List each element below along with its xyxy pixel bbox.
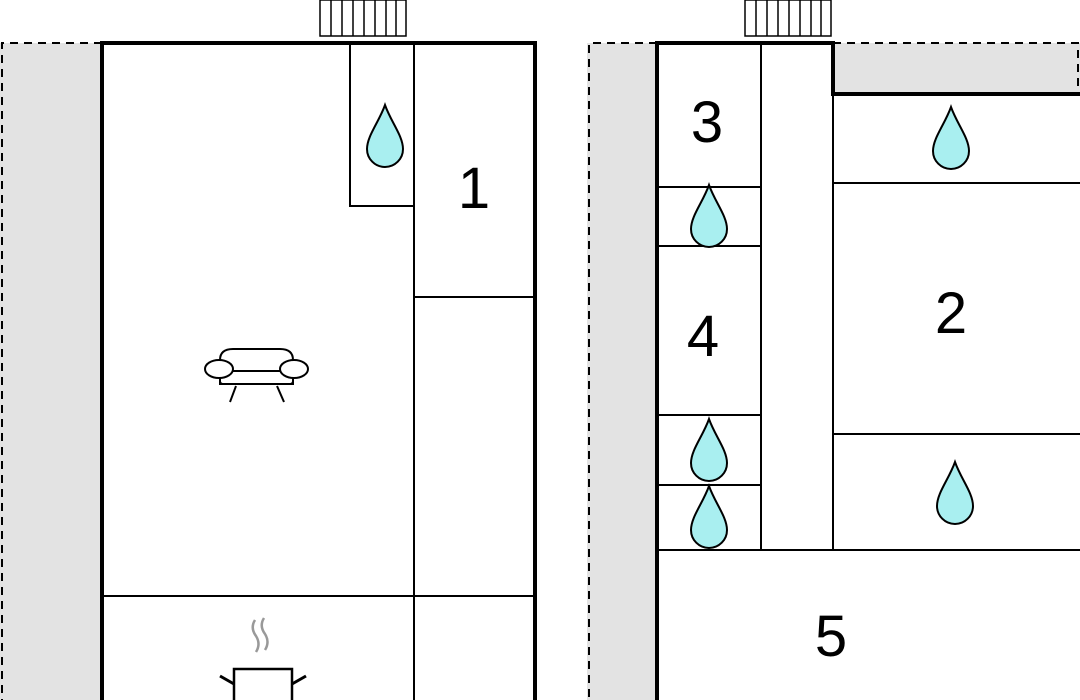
room-label-2: 2 (935, 281, 967, 346)
water-drop-icon (689, 482, 729, 549)
left-property-boundary (1, 42, 102, 700)
water-drop-icon (365, 101, 405, 168)
right-property-boundary (588, 42, 657, 700)
room-label-4: 4 (687, 304, 719, 369)
water-drop-icon (931, 103, 971, 170)
left-outdoor-area (0, 43, 102, 700)
room-label-3: 3 (691, 90, 723, 155)
water-drop-icon (689, 415, 729, 482)
water-drop-icon (935, 458, 975, 525)
sofa-icon (204, 348, 309, 403)
left-outer-wall (100, 41, 537, 700)
right-outdoor-area-side (587, 43, 657, 700)
room-label-1: 1 (458, 156, 490, 221)
left-staircase (319, 0, 407, 37)
left-floor: 1 (0, 0, 537, 700)
left-interior-walls (102, 43, 535, 700)
water-drop-icon (689, 181, 729, 248)
cooking-pot-icon (219, 617, 307, 700)
room-label-5: 5 (815, 604, 847, 669)
right-outdoor-area-top (833, 43, 1080, 94)
right-staircase (744, 0, 832, 37)
right-property-boundary-top (833, 42, 1079, 94)
right-outer-wall (655, 41, 1080, 700)
right-floor: 3 4 2 5 (587, 0, 1080, 700)
